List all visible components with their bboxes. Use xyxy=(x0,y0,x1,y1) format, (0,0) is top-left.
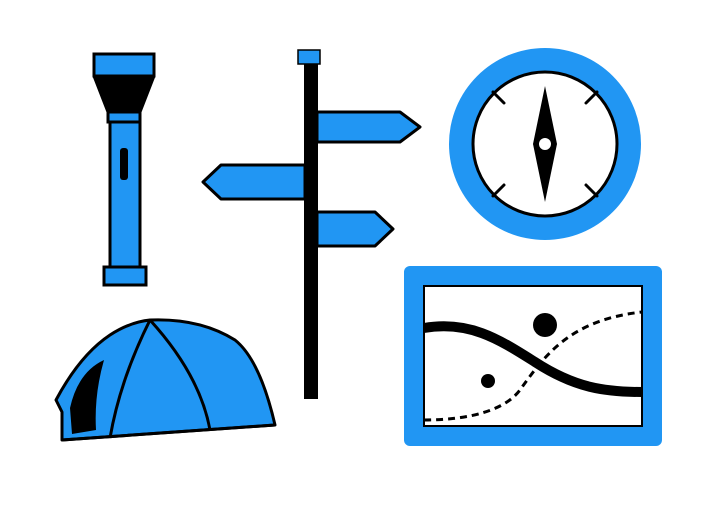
tent-icon xyxy=(54,318,277,442)
signpost-icon xyxy=(201,49,422,399)
map-icon xyxy=(404,266,662,446)
flashlight-icon xyxy=(92,52,156,287)
compass-icon xyxy=(449,48,641,240)
